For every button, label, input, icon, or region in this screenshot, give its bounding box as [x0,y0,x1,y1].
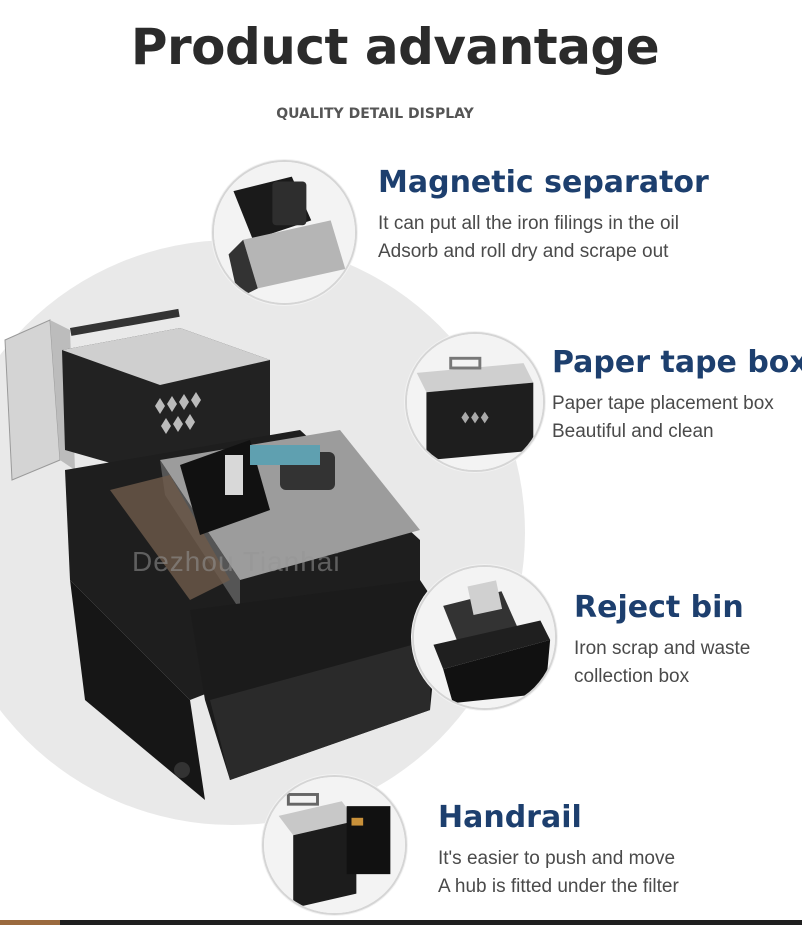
feature-title: Reject bin [574,590,744,625]
feature-title: Magnetic separator [378,165,709,200]
feature-line: Paper tape placement box [552,393,774,414]
magnetic-separator-photo [212,160,357,305]
feature-handrail: Handrail It's easier to push and move A … [438,800,679,901]
feature-title: Handrail [438,800,582,835]
feature-title: Paper tape box [552,345,802,380]
bottom-accent [0,920,60,925]
handrail-photo [262,775,407,915]
feature-line: Iron scrap and waste [574,638,751,659]
feature-reject-bin: Reject bin Iron scrap and waste collecti… [574,590,750,691]
page-title: Product advantage [130,18,660,76]
feature-line: A hub is fitted under the filter [438,876,679,897]
feature-line: collection box [574,666,690,687]
feature-magnetic-separator: Magnetic separator It can put all the ir… [378,165,709,266]
paper-tape-box-photo [405,332,545,472]
feature-line: It can put all the iron filings in the o… [378,213,680,234]
feature-line: Adsorb and roll dry and scrape out [378,241,669,262]
reject-bin-photo [412,565,557,710]
watermark-text: Dezhou Tianhai [132,546,341,577]
paper-tape-filter-machine-image [4,308,440,800]
feature-line: It's easier to push and move [438,848,676,869]
bottom-bar [0,920,802,925]
feature-line: Beautiful and clean [552,421,714,442]
page-subtitle: QUALITY DETAIL DISPLAY [276,106,474,122]
feature-paper-tape-box: Paper tape box Paper tape placement box … [552,345,802,446]
